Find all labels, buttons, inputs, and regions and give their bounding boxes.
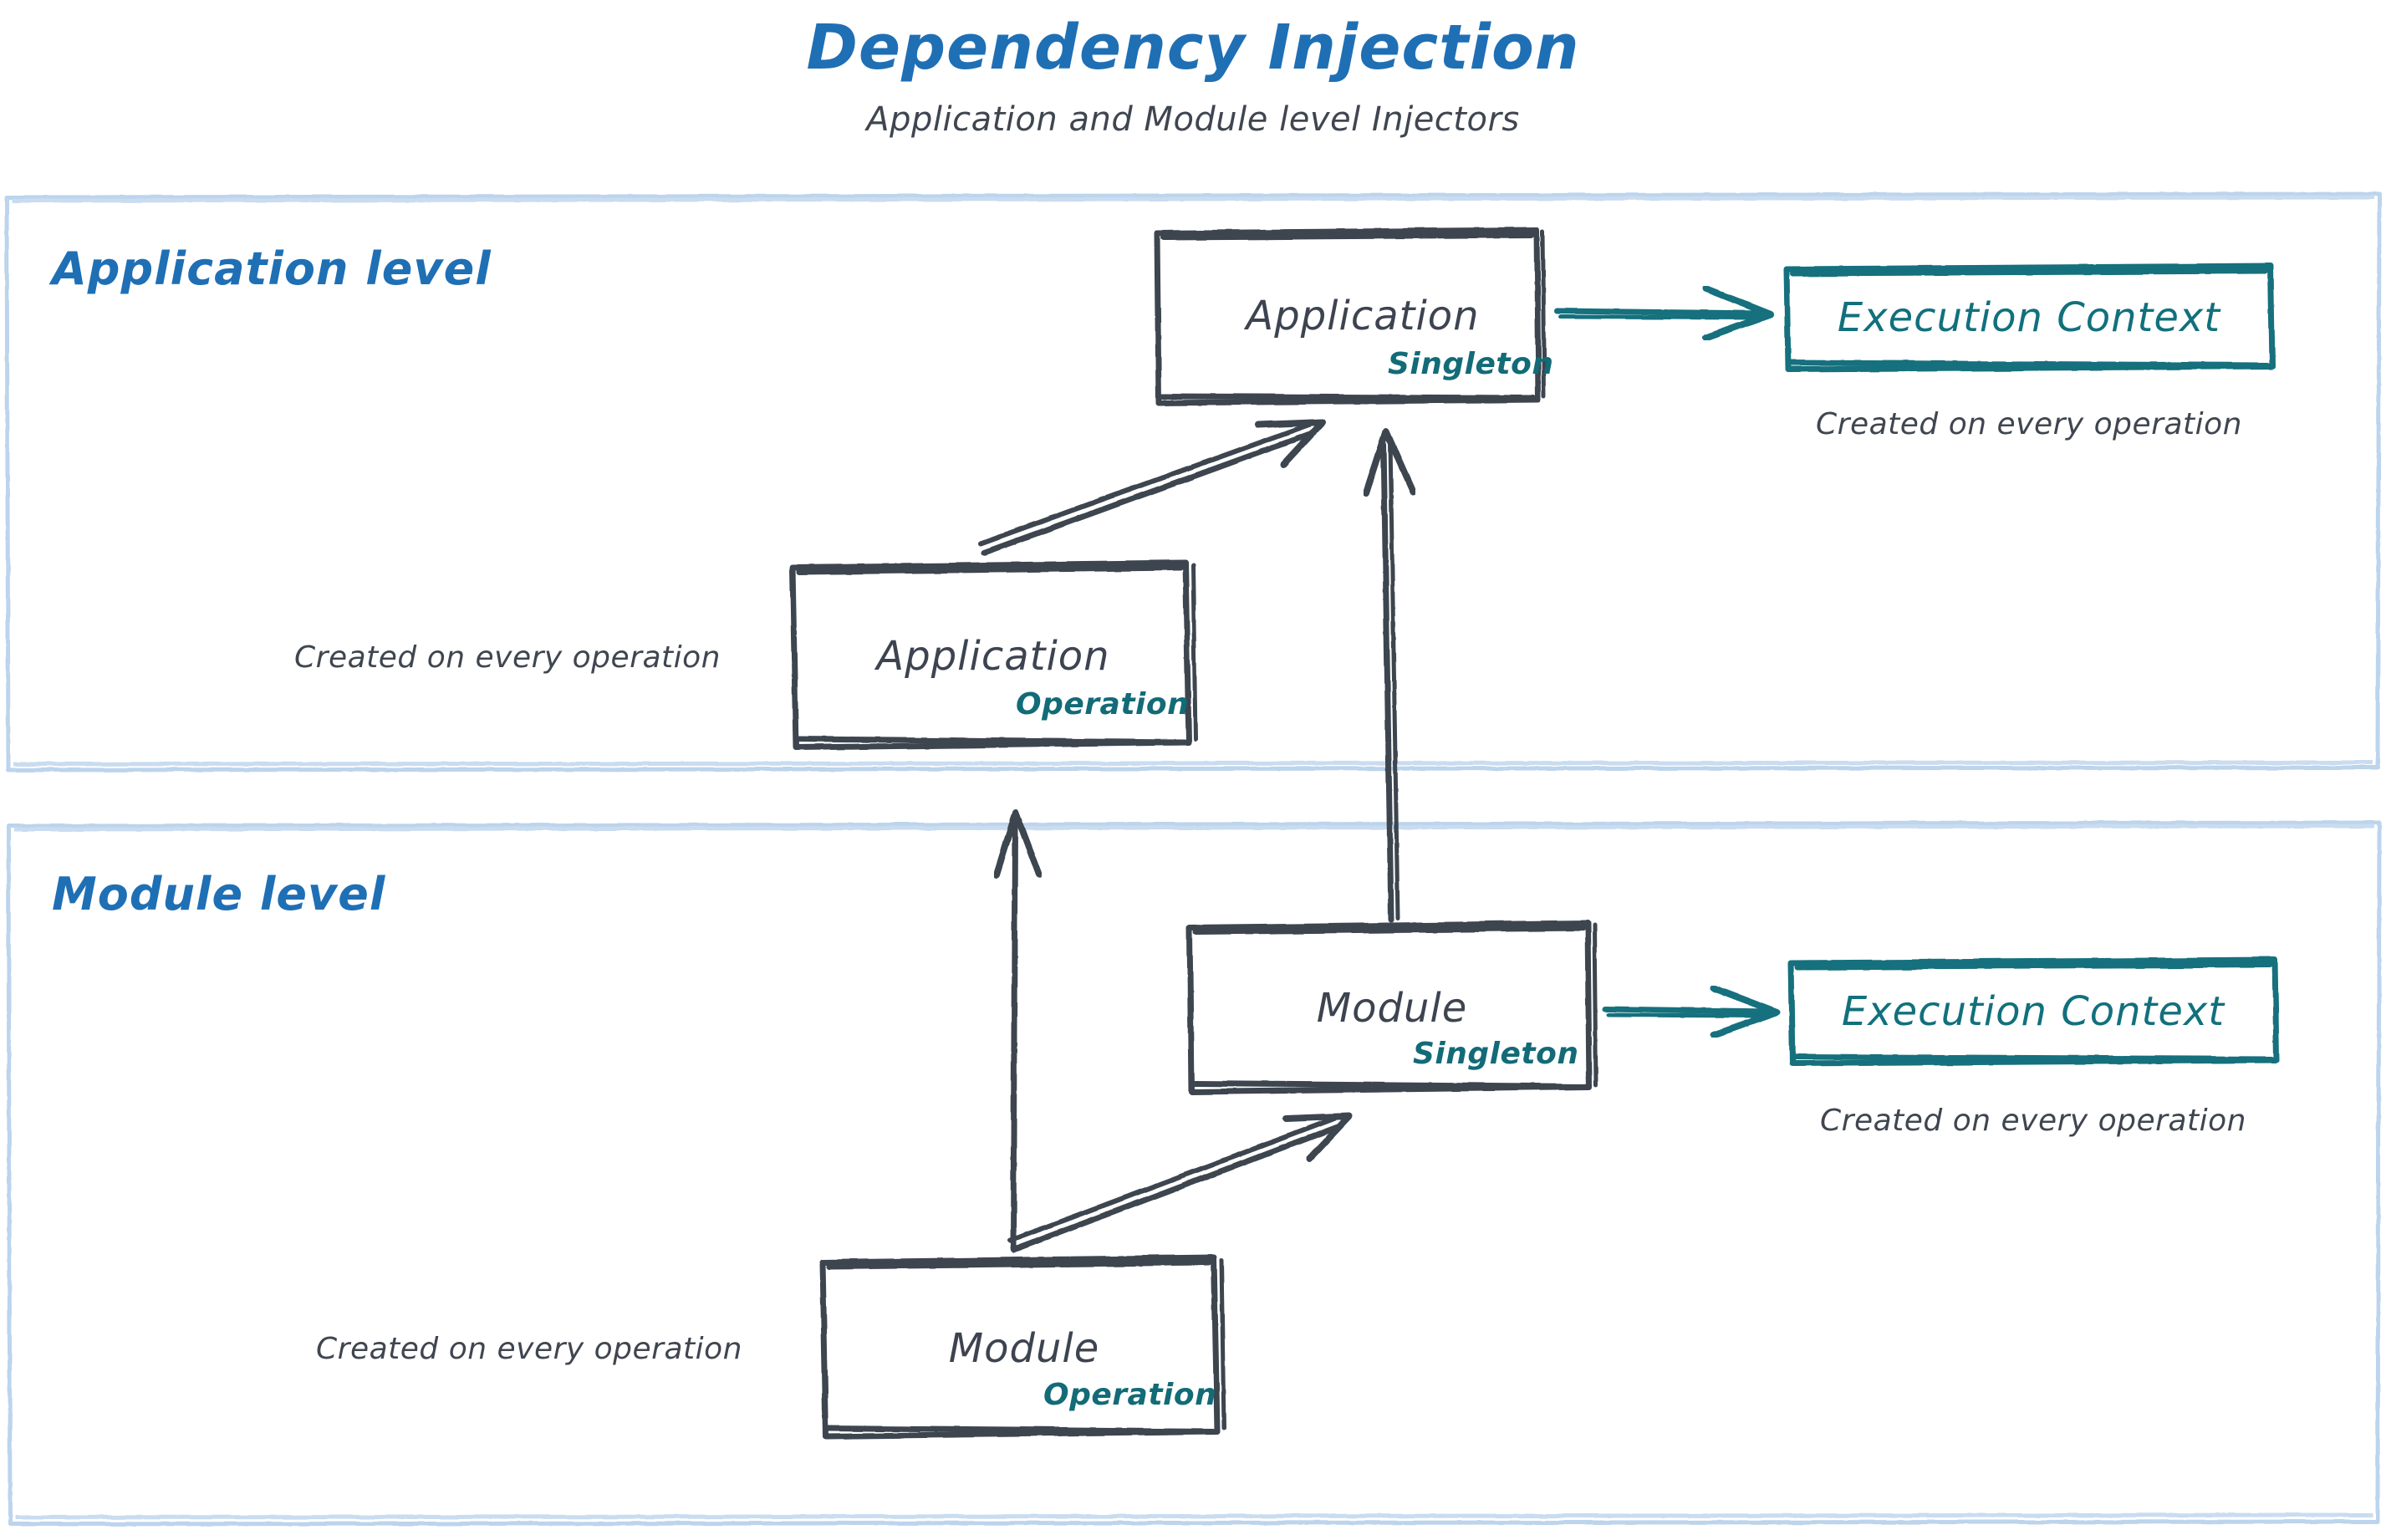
box-scope-application-operation: Operation: [1016, 687, 1190, 722]
box-scope-application-singleton: Singleton: [1388, 347, 1554, 381]
panel-label-application-level: Application level: [52, 242, 492, 295]
page-subtitle: Application and Module level Injectors: [866, 100, 1520, 139]
box-label-execution-context-bottom: Execution Context: [1841, 988, 2225, 1035]
box-label-module-singleton: Module: [1316, 985, 1468, 1032]
page-title: Dependency Injection: [806, 12, 1580, 84]
arrow-module-singleton-to-exec-context: [1602, 985, 1781, 1038]
arrow-module-singleton-to-app-singleton: [1363, 428, 1416, 923]
panel-module-level-border: [6, 820, 2382, 1527]
note-module-operation: Created on every operation: [316, 1332, 742, 1366]
note-execution-context-bottom: Created on every operation: [1820, 1104, 2246, 1138]
note-execution-context-top: Created on every operation: [1816, 407, 2242, 441]
box-label-module-operation: Module: [948, 1325, 1100, 1372]
box-label-application-operation: Application: [876, 633, 1110, 680]
arrow-module-operation-to-module-singleton: [1007, 1113, 1353, 1253]
panel-label-module-level: Module level: [52, 868, 386, 920]
note-application-operation: Created on every operation: [294, 640, 721, 675]
box-scope-module-operation: Operation: [1043, 1378, 1217, 1412]
box-label-execution-context-top: Execution Context: [1837, 294, 2221, 341]
arrow-app-operation-to-app-singleton: [978, 419, 1326, 556]
box-label-application-singleton: Application: [1246, 293, 1480, 339]
box-scope-module-singleton: Singleton: [1413, 1037, 1579, 1071]
arrow-module-operation-to-app-operation: [993, 809, 1043, 1253]
arrow-app-singleton-to-exec-context: [1553, 285, 1774, 341]
